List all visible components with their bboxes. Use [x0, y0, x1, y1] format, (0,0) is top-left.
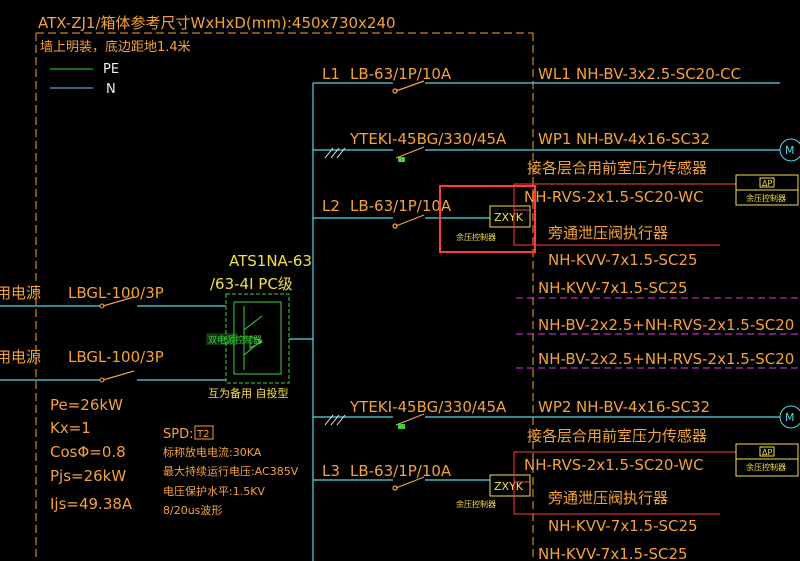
- actuator-note-2: 旁通泄压阀执行器: [548, 489, 668, 507]
- param-pjs: Pjs=26kW: [50, 467, 126, 485]
- mount-note: 墙上明装，底边距地1.4米: [40, 39, 191, 55]
- actuator-note-1: 旁通泄压阀执行器: [548, 224, 668, 242]
- motor-symbol-2: M: [785, 411, 795, 424]
- circuit-4-cable: NH-BV-4x16-SC32: [576, 398, 710, 416]
- param-pe: Pe=26kW: [50, 396, 123, 414]
- ats-model-line2: /63-4I PC级: [210, 275, 293, 293]
- spd-class: T2: [196, 429, 209, 440]
- param-kx: Kx=1: [50, 419, 91, 437]
- magenta-cable-2: NH-BV-2x2.5+NH-RVS-2x1.5-SC20: [538, 350, 794, 368]
- right-box-2-top: ΔP: [762, 448, 772, 457]
- right-box-2-bottom: 余压控制器: [746, 462, 786, 472]
- param-ijs: Ijs=49.38A: [50, 495, 133, 513]
- zxyk-box-1: [489, 205, 531, 228]
- incoming-feeder-1: [0, 296, 226, 309]
- kvv-cable-2: NH-KVV-7x1.5-SC25: [538, 279, 688, 297]
- breaker-1-label: LBGL-100/3P: [68, 284, 164, 302]
- spd-line1: 标称放电电流:30KA: [163, 445, 262, 459]
- sensor-note-2: 接各层合用前室压力传感器: [527, 427, 707, 445]
- green-markers: [398, 157, 405, 429]
- sensor-bracket-1: [513, 183, 736, 246]
- ats-controller-box: [206, 333, 238, 345]
- circuit-1-cable: NH-BV-3x2.5-SC20-CC: [576, 65, 741, 83]
- circuit-1-phase: L1: [322, 65, 340, 83]
- breaker-2-label: LBGL-100/3P: [68, 348, 164, 366]
- right-box-1-top: ΔP: [762, 179, 772, 188]
- circuit-4-id: WP2: [538, 398, 571, 416]
- circuit-2-id: WP1: [538, 130, 571, 148]
- param-cos: CosΦ=0.8: [50, 443, 126, 461]
- spd-line2: 最大持续运行电压:AC385V: [163, 464, 299, 478]
- zxyk-highlight: [439, 185, 536, 253]
- right-box-2: [735, 443, 799, 477]
- zxyk-box-2: [489, 474, 531, 497]
- spd-label: SPD:: [163, 427, 193, 442]
- incoming-feeder-2: [0, 370, 226, 383]
- ats-model-line1: ATS1NA-63: [229, 252, 312, 270]
- circuit-5-breaker: LB-63/1P/10A: [350, 462, 452, 480]
- circuit-3-breaker: LB-63/1P/10A: [350, 197, 452, 215]
- ats-box: [225, 293, 290, 384]
- branch-switches: [392, 80, 425, 491]
- circuit-2-cable: NH-BV-4x16-SC32: [576, 130, 710, 148]
- motor-icon: [779, 405, 800, 429]
- source-2-label: 用电源: [0, 348, 41, 366]
- zxyk-caption-1: 余压控制器: [456, 232, 496, 242]
- circuit-1-breaker: LB-63/1P/10A: [350, 65, 452, 83]
- zxyk-label-1: ZXYK: [494, 211, 524, 224]
- ats-controller-label: 双电源控制器: [208, 334, 262, 346]
- spd-line4: 8/20us波形: [163, 504, 222, 517]
- motor-icon: [779, 138, 800, 162]
- circuit-3-cable: NH-RVS-2x1.5-SC20-WC: [524, 188, 704, 206]
- n-legend-label: N: [106, 82, 116, 97]
- right-box-1-bottom: 余压控制器: [746, 193, 786, 203]
- branch-lines: [313, 82, 780, 481]
- panel-title: ATX-ZJ1/箱体参考尺寸WxHxD(mm):450x730x240: [38, 14, 396, 32]
- circuit-1-id: WL1: [538, 65, 571, 83]
- circuit-5-phase: L3: [322, 462, 340, 480]
- right-box-1: [735, 174, 799, 206]
- circuit-5-cable: NH-RVS-2x1.5-SC20-WC: [524, 456, 704, 474]
- sensor-note-1: 接各层合用前室压力传感器: [527, 159, 707, 177]
- spd-line3: 电压保护水平:1.5KV: [163, 484, 265, 498]
- surge-markers: [324, 147, 346, 426]
- zxyk-caption-2: 余压控制器: [456, 499, 496, 509]
- ats-caption: 互为备用 自投型: [208, 386, 289, 400]
- motor-symbol-1: M: [785, 144, 795, 157]
- circuit-3-phase: L2: [322, 197, 340, 215]
- kvv-cable-4: NH-KVV-7x1.5-SC25: [538, 545, 688, 561]
- source-1-label: 用电源: [0, 284, 41, 302]
- panel-boundary: [35, 32, 534, 561]
- magenta-cable-1: NH-BV-2x2.5+NH-RVS-2x1.5-SC20: [538, 316, 794, 334]
- pe-legend-label: PE: [103, 62, 119, 77]
- magenta-lines: [516, 297, 800, 369]
- circuit-4-breaker: YTEKI-45BG/330/45A: [349, 398, 507, 416]
- kvv-cable-3: NH-KVV-7x1.5-SC25: [548, 517, 698, 535]
- spd-class-box: [194, 425, 214, 440]
- sensor-bracket-2: [513, 451, 736, 515]
- zxyk-label-2: ZXYK: [494, 480, 524, 493]
- kvv-cable-1: NH-KVV-7x1.5-SC25: [548, 251, 698, 269]
- circuit-2-breaker: YTEKI-45BG/330/45A: [349, 130, 507, 148]
